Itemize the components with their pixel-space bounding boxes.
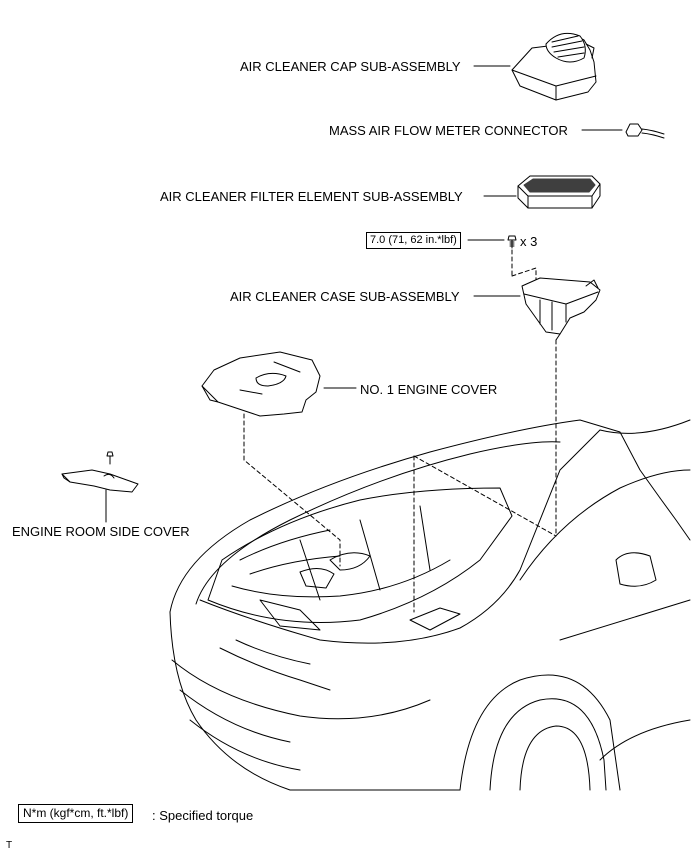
- bolt-count-label: x 3: [520, 234, 538, 249]
- vehicle-drawing: [169, 419, 691, 791]
- torque-unit-legend-box: N*m (kgf*cm, ft.*lbf): [18, 804, 134, 823]
- engine-cover-drawing: [201, 351, 321, 417]
- maf-connector-label: MASS AIR FLOW METER CONNECTOR: [329, 123, 568, 138]
- engine-room-side-cover-drawing: [61, 451, 139, 493]
- torque-value-box: 7.0 (71, 62 in.*lbf): [366, 232, 461, 249]
- air-cleaner-case-label: AIR CLEANER CASE SUB-ASSEMBLY: [230, 289, 460, 304]
- filter-element-label: AIR CLEANER FILTER ELEMENT SUB-ASSEMBLY: [160, 189, 463, 204]
- engine-room-side-cover-label: ENGINE ROOM SIDE COVER: [12, 524, 190, 539]
- air-cleaner-case-drawing: [521, 277, 601, 341]
- bolt-dashed-lines: [511, 249, 537, 291]
- maf-connector-drawing: [625, 123, 665, 139]
- air-cleaner-cap-label: AIR CLEANER CAP SUB-ASSEMBLY: [240, 59, 461, 74]
- legend-description: : Specified torque: [152, 808, 254, 823]
- filter-element-drawing: [517, 175, 601, 209]
- footer-mark: T: [6, 840, 13, 851]
- bolt-drawing: [507, 235, 517, 249]
- air-cleaner-cap-drawing: [511, 32, 597, 101]
- engine-cover-label: NO. 1 ENGINE COVER: [360, 382, 498, 397]
- engine-cover-dashed-lines: [243, 413, 557, 613]
